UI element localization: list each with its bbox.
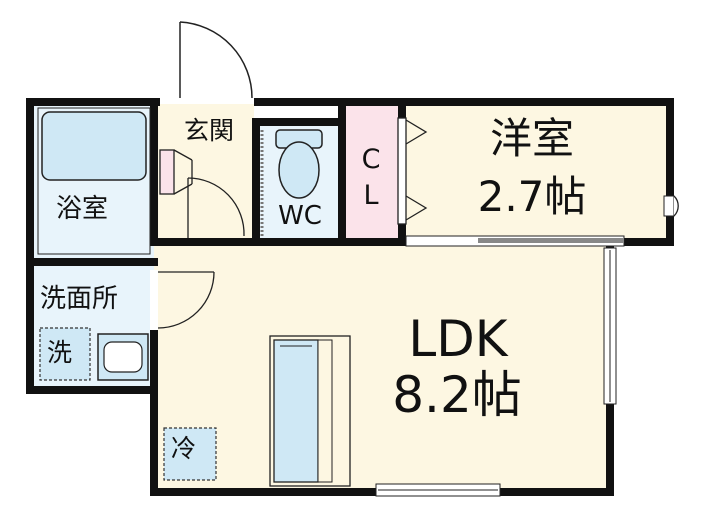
washroom-label: 洗面所: [40, 284, 119, 314]
ldk-floor: [152, 244, 612, 490]
ldk-right-window: [603, 247, 617, 405]
toilet: [275, 129, 323, 199]
washroom-door: [157, 271, 215, 329]
bathtub: [41, 111, 147, 181]
ldk-bottom-window: [375, 483, 501, 497]
western-room-window: [663, 195, 679, 217]
kitchen-counter: [269, 335, 351, 487]
washer-label: 洗: [47, 338, 73, 367]
closet-doors: [397, 117, 428, 225]
fridge-space: [163, 427, 217, 481]
genkan-details: [159, 149, 245, 238]
ldk-area: 8.2帖: [392, 366, 522, 424]
bathroom-label: 浴室: [56, 194, 109, 224]
washroom-opening: [150, 270, 158, 330]
ldk-label: LDK: [408, 310, 508, 368]
closet-floor: [344, 104, 404, 240]
entrance-door: [160, 21, 253, 102]
wc-label: WC: [278, 201, 322, 231]
washer-space: [39, 327, 91, 381]
closet-c-label: C: [361, 144, 381, 175]
genkan-label: 玄関: [184, 116, 235, 145]
western-room-label: 洋室: [489, 114, 574, 163]
bathtub-edge: [37, 107, 151, 255]
closet-l-label: L: [363, 180, 379, 211]
western-room-area: 2.7帖: [477, 172, 587, 221]
wash-basin-bowl: [103, 341, 143, 373]
western-room-sliding-door: [405, 235, 625, 247]
fridge-label: 冷: [171, 434, 197, 463]
western-room-floor: [404, 104, 666, 242]
